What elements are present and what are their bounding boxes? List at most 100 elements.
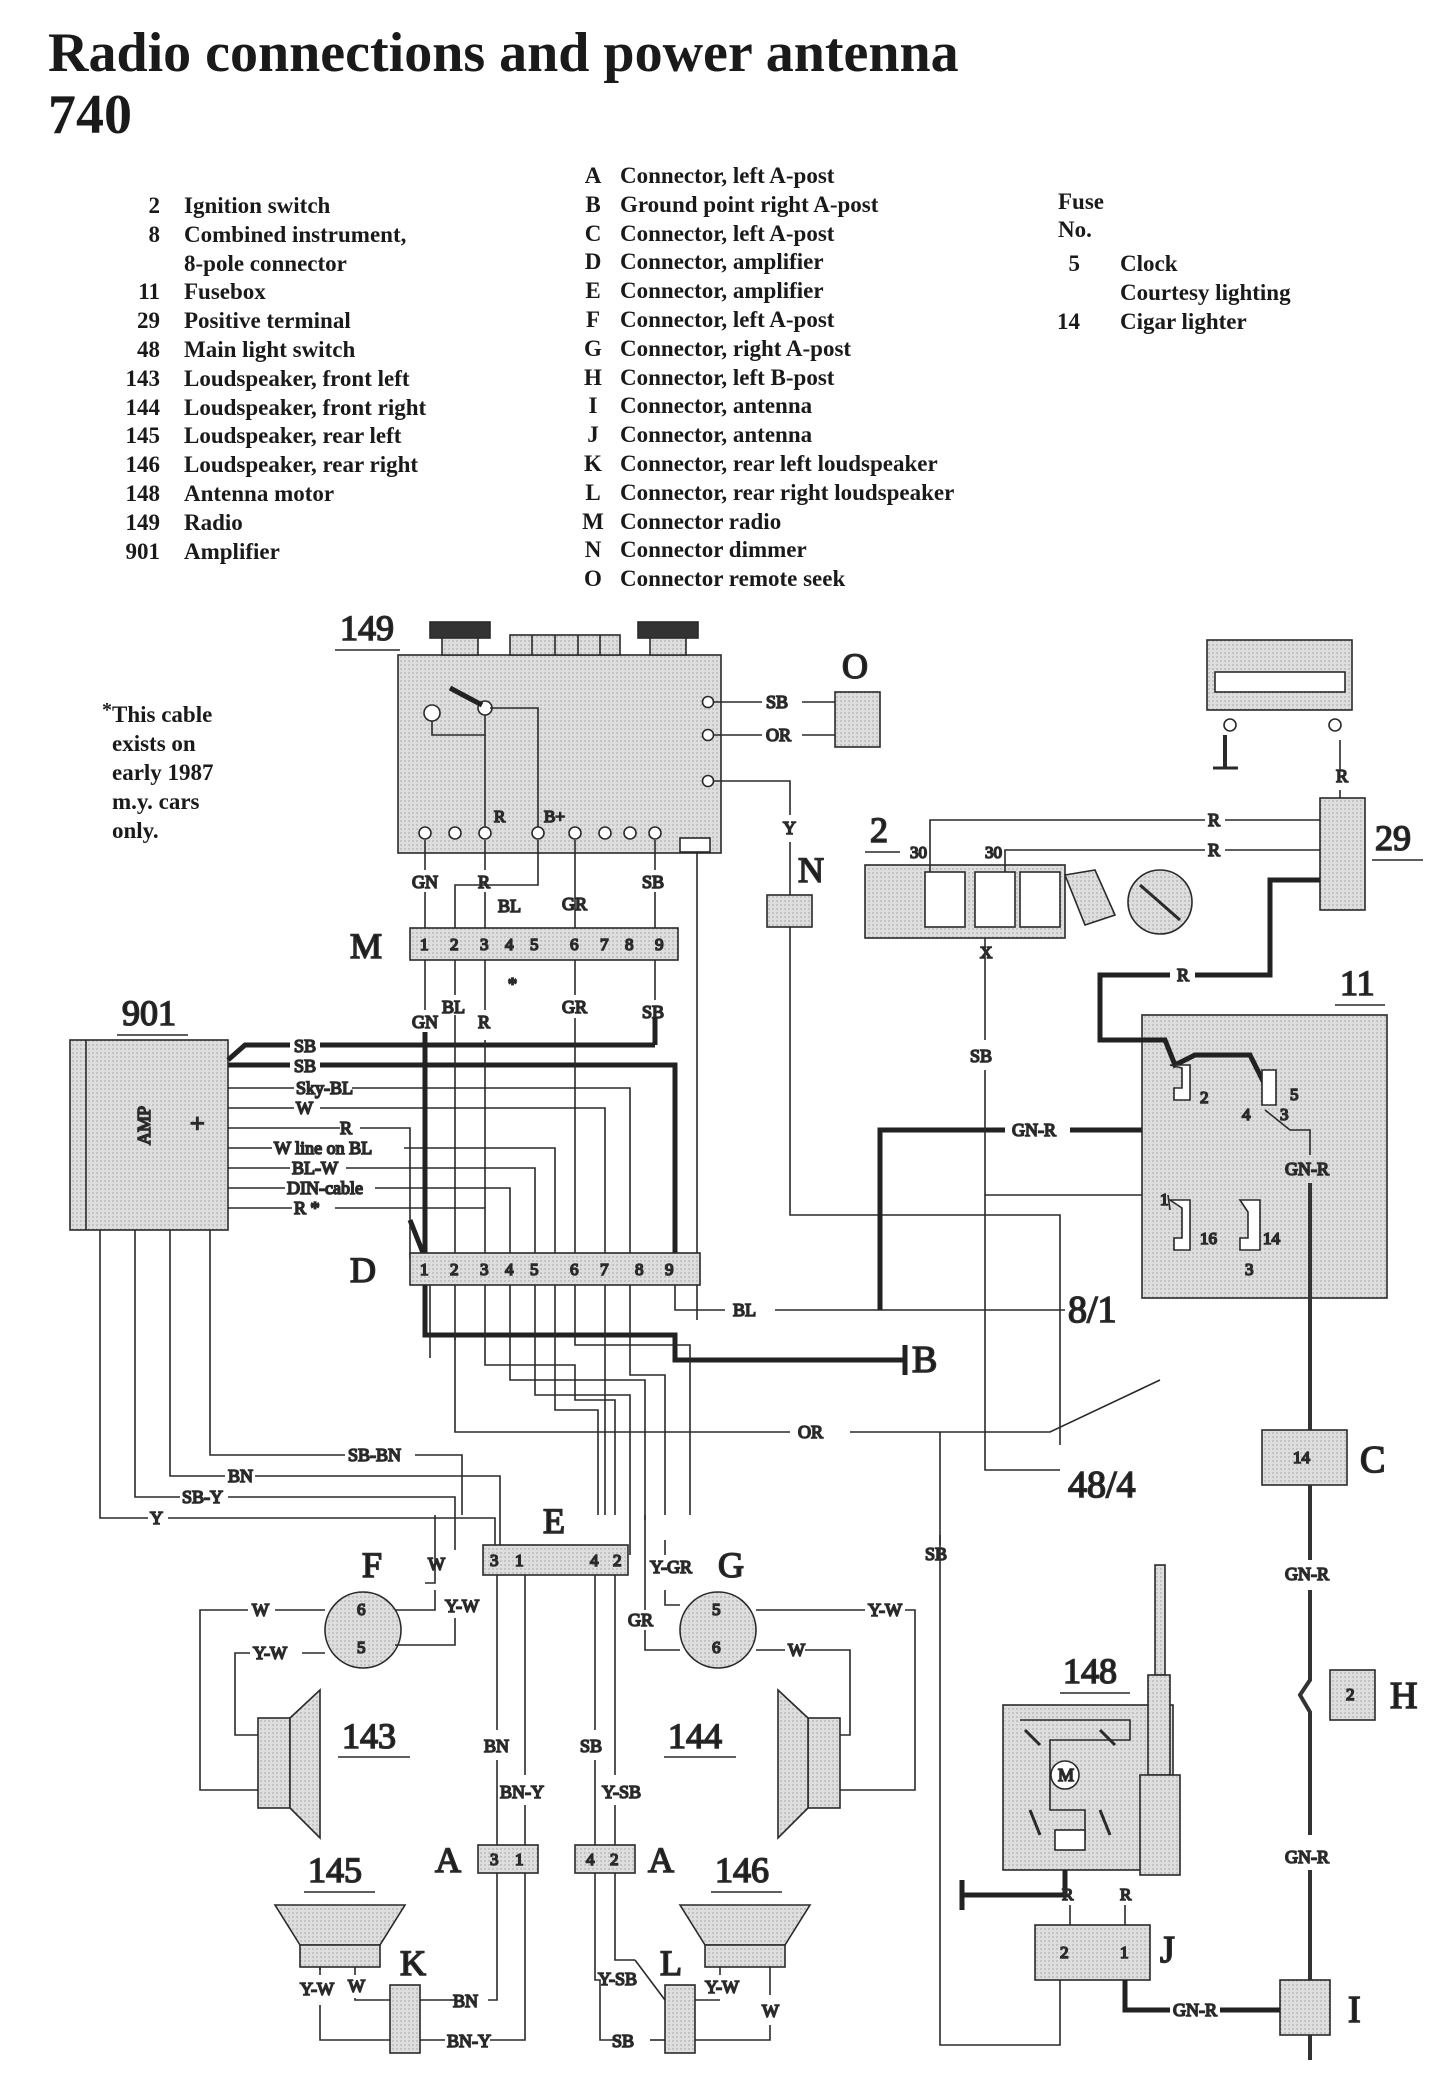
pin-a-left-1: 1	[515, 1850, 524, 1869]
pin-g-6: 6	[712, 1638, 721, 1657]
legend-number: 143	[125, 365, 161, 391]
wire-label-n-y: Y	[783, 818, 796, 838]
wire-label-d-bl: BL	[733, 1300, 756, 1320]
antenna-motor-number: 148	[1063, 1651, 1117, 1691]
radio-pin-r-label: R	[494, 807, 506, 826]
legend-letter: F	[585, 306, 601, 332]
legend-row: C Connector, left A-post	[578, 220, 954, 249]
wire-label-sb2: SB	[612, 2031, 634, 2051]
legend-number: 901	[125, 538, 161, 564]
wire-label-m-bl: BL	[498, 896, 521, 916]
connector-k-label: K	[400, 1943, 426, 1983]
connector-d-pin: 8	[635, 1260, 644, 1279]
fuse-text: Courtesy lighting	[1120, 279, 1291, 305]
connector-n	[766, 894, 813, 928]
legend-text: Connector, rear left loudspeaker	[620, 450, 938, 476]
legend-text: Connector, left A-post	[620, 163, 835, 188]
connector-a-right	[574, 1844, 636, 1874]
speaker-143-magnet	[257, 1717, 291, 1809]
wire-label-sb-long: SB	[925, 1544, 947, 1564]
legend-number: 145	[125, 423, 161, 449]
speaker-146-number: 146	[715, 1850, 769, 1890]
pin-j-1: 1	[1120, 1943, 1129, 1962]
connector-m-label: M	[350, 926, 382, 966]
legend-letter: C	[584, 220, 602, 246]
legend-text: Ignition switch	[184, 193, 331, 218]
fuse-pin-1: 1	[1160, 1190, 1169, 1209]
wire-label-k-yw: Y-W	[300, 1979, 334, 1999]
legend-text: Connector, amplifier	[620, 278, 824, 304]
legend-letter: L	[585, 479, 601, 505]
radio-knob-right-stem	[649, 637, 687, 656]
fuse-legend-subheading: No.	[1058, 217, 1092, 242]
wire-label-amp-rstar: R *	[294, 1198, 320, 1218]
connector-a-left	[477, 1844, 539, 1874]
legend-text: Connector radio	[620, 508, 782, 534]
fuse-number: 14	[1057, 308, 1080, 334]
wire-label-c-gnr: GN-R	[1285, 1564, 1329, 1584]
wire-label-amp-din: DIN-cable	[287, 1178, 363, 1198]
wire-label-sby: SB-Y	[182, 1487, 223, 1507]
wire-label-fuse-gnr: GN-R	[1285, 1159, 1329, 1179]
antenna-mast	[1147, 1674, 1171, 1776]
legend-text: Loudspeaker, front left	[184, 365, 410, 391]
connector-d-pin: 7	[600, 1260, 609, 1279]
amplifier-901: AMP +	[69, 1039, 229, 1231]
legend-letter: N	[584, 537, 602, 563]
fuse-legend-row: Courtesy lighting	[1040, 279, 1291, 308]
wire-label-amp-wlinebl: W line on BL	[274, 1138, 372, 1158]
fuse-pin-3b: 3	[1245, 1260, 1254, 1279]
fusebox-11	[1141, 1014, 1388, 1299]
speaker-145-number: 145	[308, 1850, 362, 1890]
speaker-145-magnet	[299, 1944, 381, 1968]
legend-text: Fusebox	[184, 279, 266, 305]
radio-terminal	[568, 826, 582, 840]
legend-text: Connector, left A-post	[620, 220, 835, 246]
wire-label-ign-r2: R	[1208, 840, 1220, 860]
wire-label-md-sb: SB	[642, 1002, 664, 1022]
footnote-star: *	[102, 699, 112, 721]
radio-switch-arm	[448, 685, 484, 708]
wire-label-amp-w: W	[296, 1098, 313, 1118]
antenna-motor-148: M	[1002, 1564, 1181, 1876]
pin-f-5: 5	[357, 1638, 366, 1657]
fuse-number: 5	[1068, 251, 1081, 276]
legend-text: Connector, amplifier	[620, 249, 824, 275]
fuse-legend: Fuse No.	[1058, 188, 1104, 244]
connector-k	[389, 1984, 421, 2054]
wire-label-sb1: SB	[580, 1736, 602, 1756]
radio-pin-y	[701, 774, 715, 788]
wire-label-md-gn: GN	[412, 1012, 438, 1032]
legend-letter: A	[584, 163, 602, 188]
speaker-143	[257, 1688, 321, 1840]
fusebox-fuses	[1167, 1064, 1277, 1251]
speaker-143-number: 143	[342, 1716, 396, 1756]
amp-plus: +	[190, 1109, 205, 1138]
legend-letter: G	[584, 335, 602, 361]
connector-m-pin: 1	[420, 935, 429, 954]
wire-label-bn2: BN	[453, 1991, 478, 2011]
connector-h	[1329, 1669, 1376, 1721]
amp-text: AMP	[134, 1106, 154, 1145]
radio-knob-right	[637, 621, 699, 639]
legend-text: Main light switch	[184, 336, 356, 362]
wire-label-k-w: W	[348, 1976, 365, 1996]
footnote-line: m.y. cars	[112, 789, 200, 814]
wire-label-m-gr: GR	[562, 894, 587, 914]
wire-label-d-gnr: GN-R	[1012, 1120, 1056, 1140]
fusebox-busbar	[1115, 1037, 1273, 1097]
radio-switch-pivot	[423, 704, 441, 722]
wire-label-md-r: R	[478, 1012, 490, 1032]
ignition-number: 2	[870, 810, 888, 850]
